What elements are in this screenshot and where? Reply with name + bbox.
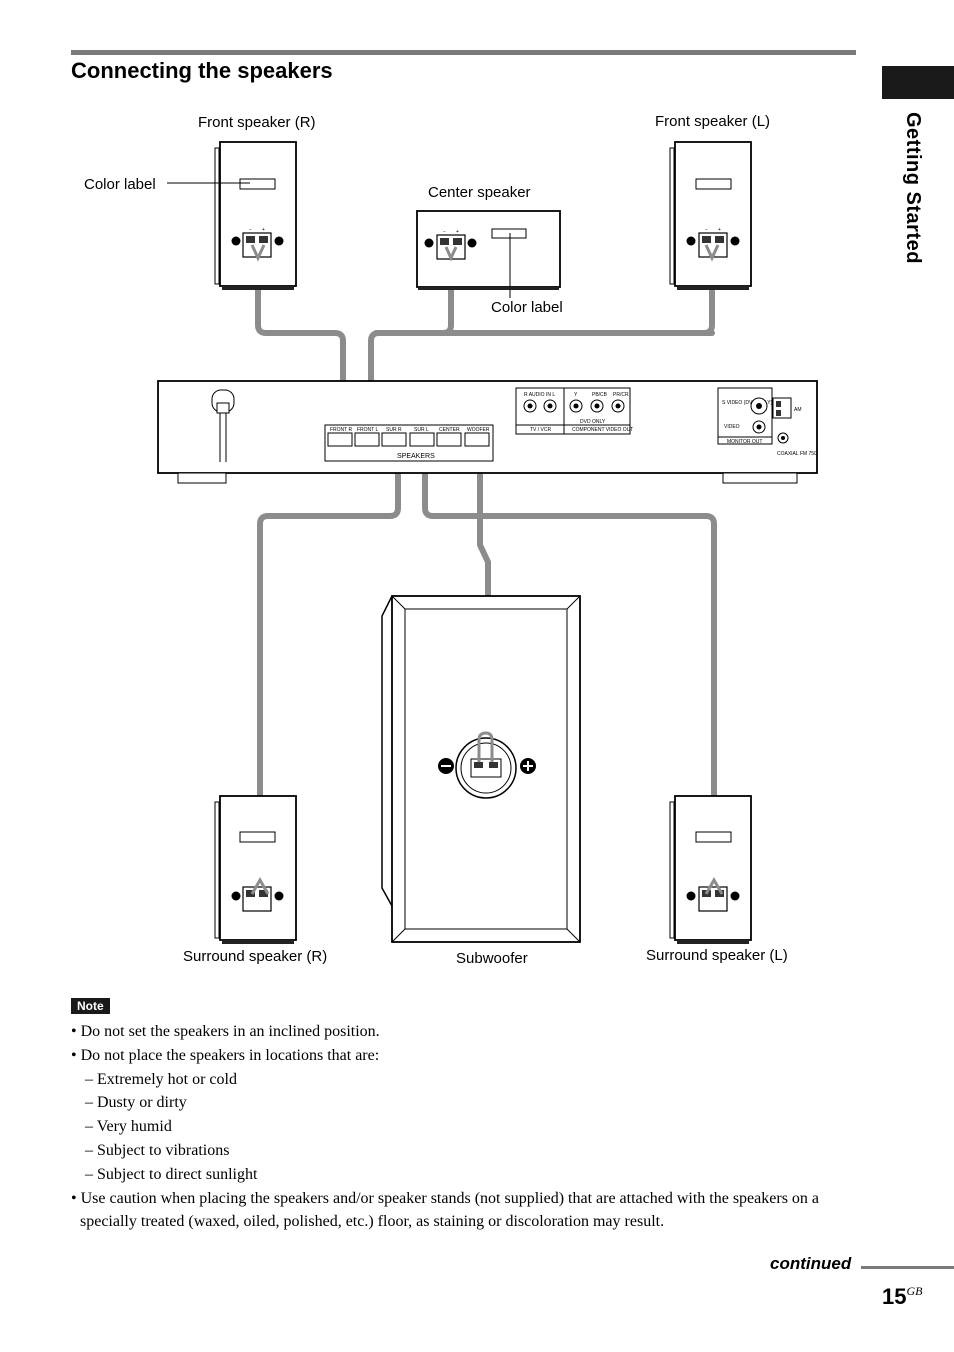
page-number: 15GB [882, 1284, 922, 1310]
svg-text:+: + [456, 229, 459, 235]
front-speaker-l-label: Front speaker (L) [655, 113, 770, 130]
audio-in-label: R AUDIO IN L [524, 392, 555, 398]
section-tab-label: Getting Started [902, 112, 924, 264]
note-item: • Do not set the speakers in an inclined… [71, 1023, 380, 1040]
terminal-label: CENTER [439, 427, 460, 433]
page-title: Connecting the speakers [71, 58, 333, 83]
color-label-callout: Color label [491, 299, 563, 316]
video-jack-label: PR/CR [613, 392, 629, 398]
component-video-out-label: COMPONENT VIDEO OUT [572, 427, 633, 433]
page-number-value: 15 [882, 1284, 907, 1309]
continued-label: continued [770, 1254, 852, 1273]
speaker-terminals: FRONT R FRONT L SUR R SUR L CENTER WOOFE… [327, 427, 490, 447]
terminal-label: WOOFER [467, 427, 490, 433]
note-badge: Note [71, 998, 110, 1014]
main-unit-rear-panel: FRONT R FRONT L SUR R SUR L CENTER WOOFE… [157, 380, 818, 484]
svg-text:+: + [262, 227, 265, 233]
svg-text:−: − [705, 227, 708, 233]
video-out-label: VIDEO [724, 424, 740, 430]
speakers-label: SPEAKERS [397, 453, 435, 460]
s-video-label: S VIDEO (DVD ONLY) [722, 400, 773, 406]
page-number-suffix: GB [906, 1284, 923, 1298]
note-subitem: – Subject to direct sunlight [85, 1165, 258, 1183]
note-item: • Use caution when placing the speakers … [71, 1189, 820, 1231]
front-speaker-r-label: Front speaker (R) [198, 114, 316, 131]
surround-speaker-l [669, 795, 752, 944]
svg-text:+: + [718, 227, 721, 233]
surround-speaker-r-label: Surround speaker (R) [183, 948, 327, 965]
tv-vcr-label: TV / VCR [530, 427, 552, 433]
subwoofer [381, 595, 581, 943]
video-jack-label: PB/CB [592, 392, 608, 398]
terminal-label: FRONT R [330, 427, 353, 433]
top-rule [71, 50, 856, 55]
note-subitem: – Subject to vibrations [85, 1141, 230, 1159]
svg-text:−: − [443, 229, 446, 235]
monitor-out-label: MONITOR OUT [727, 439, 762, 445]
note-subitem: – Extremely hot or cold [85, 1070, 237, 1088]
front-speaker-l: −+ [669, 141, 752, 290]
note-subitem: – Very humid [85, 1118, 172, 1136]
front-speaker-r: −+ [214, 141, 297, 290]
svg-text:−: − [249, 227, 252, 233]
surround-speaker-r [214, 795, 297, 944]
note-subitem: – Dusty or dirty [85, 1094, 187, 1112]
coaxial-label: COAXIAL FM 75Ω [777, 451, 818, 457]
center-speaker: −+ [416, 210, 561, 298]
am-label: AM [794, 407, 802, 413]
note-item: • Do not place the speakers in locations… [71, 1046, 380, 1064]
continued-rule [861, 1266, 954, 1269]
section-tab-block [882, 66, 954, 99]
notes-list: • Do not set the speakers in an inclined… [71, 1020, 861, 1234]
video-jack-label: Y [574, 392, 578, 398]
terminal-label: SUR L [414, 427, 429, 433]
surround-speaker-l-label: Surround speaker (L) [646, 947, 788, 964]
subwoofer-label: Subwoofer [456, 950, 528, 967]
terminal-label: SUR R [386, 427, 402, 433]
color-label-callout: Color label [84, 176, 156, 193]
center-speaker-label: Center speaker [428, 184, 531, 201]
speaker-connection-diagram: −+ −+ −+ [84, 113, 818, 967]
dvd-only-label: DVD ONLY [580, 419, 606, 425]
terminal-label: FRONT L [357, 427, 379, 433]
